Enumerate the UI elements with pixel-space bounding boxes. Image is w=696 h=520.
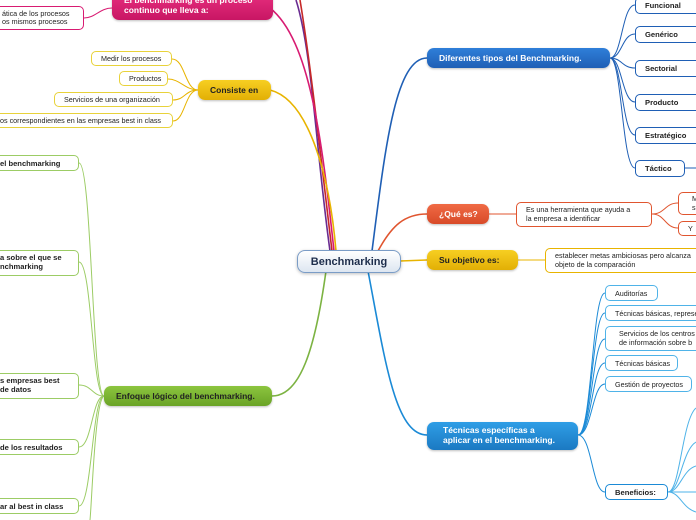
link-green [271, 270, 327, 397]
type-funcional[interactable]: Funcional [635, 0, 696, 14]
subtopic-que-es-desc[interactable]: Es una herramienta que ayuda a la empres… [516, 202, 652, 227]
subtopic-que-es-m[interactable]: M s [678, 192, 696, 215]
subtopic-enfoque-5[interactable]: ar al best in class [0, 498, 79, 514]
topic-tecnicas-especificas[interactable]: Técnicas específicas a aplicar en el ben… [427, 422, 578, 450]
type-estrategico[interactable]: Estratégico [635, 127, 696, 144]
link-blue [371, 57, 428, 252]
subtopic-servicios[interactable]: Servicios de una organización [54, 92, 173, 107]
subtopic-beneficios[interactable]: Beneficios: [605, 484, 668, 500]
type-sectorial[interactable]: Sectorial [635, 60, 696, 77]
type-generico[interactable]: Genérico [635, 26, 696, 43]
tecnica-centros-informacion[interactable]: Servicios de los centros de información … [605, 326, 696, 351]
subtopic-medir-procesos[interactable]: Medir los procesos [91, 51, 172, 66]
subtopic-enfoque-3[interactable]: s empresas best de datos [0, 373, 79, 399]
link-purple [295, 0, 331, 252]
topic-objetivo[interactable]: Su objetivo es: [427, 250, 518, 270]
subtopic-enfoque-1[interactable]: el benchmarking [0, 155, 79, 171]
subtopic-best-in-class[interactable]: os correspondientes en las empresas best… [0, 113, 173, 128]
subtopic-que-es-y[interactable]: Y [678, 221, 696, 236]
subtopic-productos[interactable]: Productos [119, 71, 168, 86]
topic-proceso-continuo[interactable]: El benchmarking es un proceso continuo q… [112, 0, 273, 20]
subtopic-procesos[interactable]: ática de los procesos os mismos procesos [0, 6, 84, 30]
link-pink [269, 7, 335, 252]
type-tactico[interactable]: Táctico [635, 160, 685, 177]
subtopic-enfoque-2[interactable]: a sobre el que se nchmarking [0, 250, 79, 276]
link-sky [367, 270, 428, 436]
tecnica-basicas[interactable]: Técnicas básicas [605, 355, 678, 371]
subtopic-objetivo-desc[interactable]: establecer metas ambiciosas pero alcanza… [545, 248, 696, 273]
link-orange [377, 213, 428, 252]
topic-consiste-en[interactable]: Consiste en [198, 80, 271, 100]
type-producto[interactable]: Producto [635, 94, 696, 111]
subtopic-enfoque-4[interactable]: de los resultados [0, 439, 79, 455]
tecnica-auditorias[interactable]: Auditorías [605, 285, 658, 301]
topic-que-es[interactable]: ¿Qué es? [427, 204, 489, 224]
tecnica-gestion-proyectos[interactable]: Gestión de proyectos [605, 376, 692, 392]
link-gold [269, 89, 337, 252]
topic-tipos-benchmarking[interactable]: Diferentes tipos del Benchmarking. [427, 48, 610, 68]
tecnica-basicas-represe[interactable]: Técnicas básicas, represe [605, 305, 696, 321]
link-gold-right [399, 259, 428, 262]
central-topic[interactable]: Benchmarking [297, 250, 401, 273]
topic-enfoque-logico[interactable]: Enfoque lógico del benchmarking. [104, 386, 272, 406]
